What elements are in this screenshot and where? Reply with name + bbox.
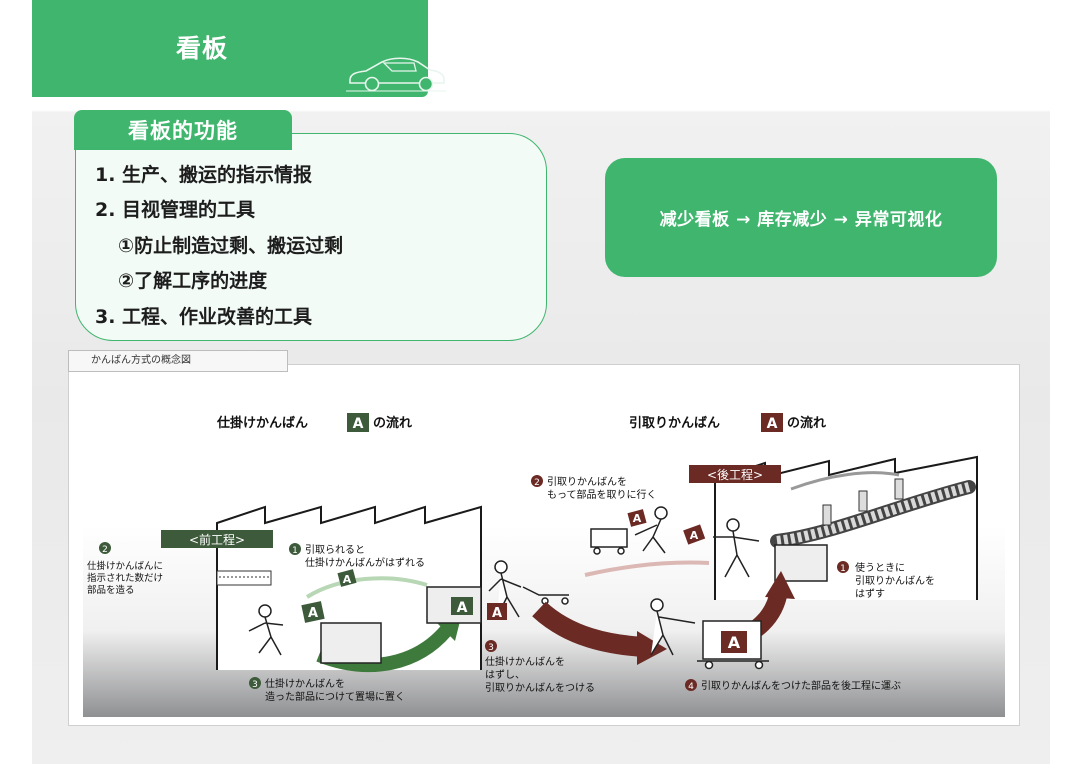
kanban-letter: A xyxy=(633,512,642,525)
slide-title: 看板 xyxy=(176,34,229,63)
right-heading-suffix: の流れ xyxy=(787,415,826,431)
car-icon xyxy=(346,57,446,92)
functions-header: 看板的功能 xyxy=(74,110,292,150)
svg-text:仕掛けかんばんを: 仕掛けかんばんを xyxy=(265,677,345,690)
function-item-3: 3. 工程、作业改善的工具 xyxy=(95,306,313,328)
diagram-caption: かんばん方式の概念図 xyxy=(68,350,288,372)
svg-text:引取りかんばんをつけた部品を後工程に運ぶ: 引取りかんばんをつけた部品を後工程に運ぶ xyxy=(701,679,901,692)
next-process-label: <後工程> xyxy=(707,467,763,482)
kanban-diagram-frame: 仕掛けかんばん A の流れ 引取りかんばん A の流れ <前工程> <後工程> xyxy=(68,364,1020,726)
left-heading: 仕掛けかんばん xyxy=(216,415,308,431)
function-item-2a: ①防止制造过剩、搬运过剩 xyxy=(118,235,344,257)
kanban-card xyxy=(683,524,706,545)
flow-summary-text: 减少看板 → 库存减少 → 异常可视化 xyxy=(659,210,943,230)
kanban-card xyxy=(487,603,507,620)
svg-text:使うときに: 使うときに xyxy=(855,561,905,574)
conveyor-part xyxy=(894,478,904,500)
kanban-card xyxy=(721,631,747,653)
svg-text:はずす: はずす xyxy=(855,588,885,600)
kanban-card xyxy=(337,569,357,587)
conveyor-part xyxy=(822,504,832,526)
kanban-letter: A xyxy=(308,606,318,621)
svg-text:2: 2 xyxy=(102,545,108,555)
prev-process-tag xyxy=(161,530,273,548)
step-3-mid: 3 仕掛けかんばんを はずし、 引取りかんばんをつける xyxy=(485,640,595,694)
functions-panel xyxy=(75,133,547,341)
kanban-tag xyxy=(347,413,369,432)
function-item-2b: ②了解工序的进度 xyxy=(118,270,268,292)
svg-text:3: 3 xyxy=(488,643,494,653)
next-process-tag xyxy=(689,465,781,483)
brown-flow-arrow xyxy=(532,601,646,657)
flow-summary-box: 减少看板 → 库存减少 → 异常可视化 xyxy=(605,158,997,277)
svg-text:1: 1 xyxy=(840,564,846,574)
conveyor-rollers xyxy=(776,482,971,546)
svg-text:造った部品につけて置場に置く: 造った部品につけて置場に置く xyxy=(265,690,405,703)
kanban-letter: A xyxy=(492,606,502,621)
prev-process-label: <前工程> xyxy=(189,532,245,547)
svg-text:もって部品を取りに行く: もって部品を取りに行く xyxy=(547,488,657,501)
kanban-card xyxy=(451,597,473,615)
machine xyxy=(216,570,272,586)
svg-text:はずし、: はずし、 xyxy=(485,669,525,681)
svg-text:引取りかんばんをつける: 引取りかんばんをつける xyxy=(485,682,595,694)
step-1-left: 1 引取られると 仕掛けかんばんがはずれる xyxy=(289,543,425,569)
worker-figure xyxy=(488,560,569,618)
kanban-card xyxy=(627,509,647,527)
parts-crate xyxy=(320,622,382,664)
step-4-right: 4 引取りかんばんをつけた部品を後工程に運ぶ xyxy=(685,679,901,692)
conveyor-flow-arrow xyxy=(790,471,900,491)
svg-text:引取られると: 引取られると xyxy=(305,544,365,556)
worker-figure xyxy=(713,518,760,578)
svg-text:引取りかんばんを: 引取りかんばんを xyxy=(855,575,935,587)
step-3-left: 3 仕掛けかんばんを 造った部品につけて置場に置く xyxy=(249,677,405,703)
step-2-left: 2 仕掛けかんばんに 指示された数だけ 部品を造る xyxy=(87,542,163,596)
worker-figure xyxy=(590,506,668,555)
step-2-right: 2 引取りかんばんを もって部品を取りに行く xyxy=(531,475,657,501)
kanban-letter: A xyxy=(728,633,741,652)
step-1-right: 1 使うときに 引取りかんばんを はずす xyxy=(837,561,935,600)
light-flow-arrow xyxy=(305,576,428,599)
svg-text:指示された数だけ: 指示された数だけ xyxy=(87,572,163,584)
conveyor-part xyxy=(858,490,868,512)
svg-text:4: 4 xyxy=(688,682,694,692)
svg-text:仕掛けかんばんを: 仕掛けかんばんを xyxy=(485,655,565,668)
worker-figure xyxy=(248,604,284,656)
svg-text:3: 3 xyxy=(252,680,258,690)
left-heading-suffix: の流れ xyxy=(373,415,412,431)
brown-arrow-head xyxy=(765,571,795,599)
light-return-arrow xyxy=(584,560,710,577)
kanban-letter: A xyxy=(690,529,699,542)
function-item-1: 1. 生产、搬运的指示情报 xyxy=(95,164,313,186)
svg-text:引取りかんばんを: 引取りかんばんを xyxy=(547,476,627,488)
svg-text:仕掛けかんばんがはずれる: 仕掛けかんばんがはずれる xyxy=(305,556,425,569)
title-banner: 看板 xyxy=(32,0,446,97)
kanban-card xyxy=(301,601,325,623)
svg-text:部品を造る: 部品を造る xyxy=(87,584,135,596)
svg-text:2: 2 xyxy=(534,478,540,488)
kanban-letter: A xyxy=(353,416,364,432)
kanban-tag xyxy=(761,413,783,432)
kanban-letter: A xyxy=(343,573,352,586)
svg-text:仕掛けかんばんに: 仕掛けかんばんに xyxy=(87,560,163,572)
kanban-letter: A xyxy=(767,416,778,432)
svg-text:1: 1 xyxy=(292,546,298,556)
kanban-letter: A xyxy=(457,600,468,616)
parts-crate xyxy=(774,544,828,582)
front-factory xyxy=(216,505,482,670)
function-item-2: 2. 目视管理的工具 xyxy=(95,199,256,221)
kanban-diagram: 仕掛けかんばん A の流れ 引取りかんばん A の流れ <前工程> <後工程> xyxy=(83,413,1005,717)
right-heading: 引取りかんばん xyxy=(629,416,720,431)
